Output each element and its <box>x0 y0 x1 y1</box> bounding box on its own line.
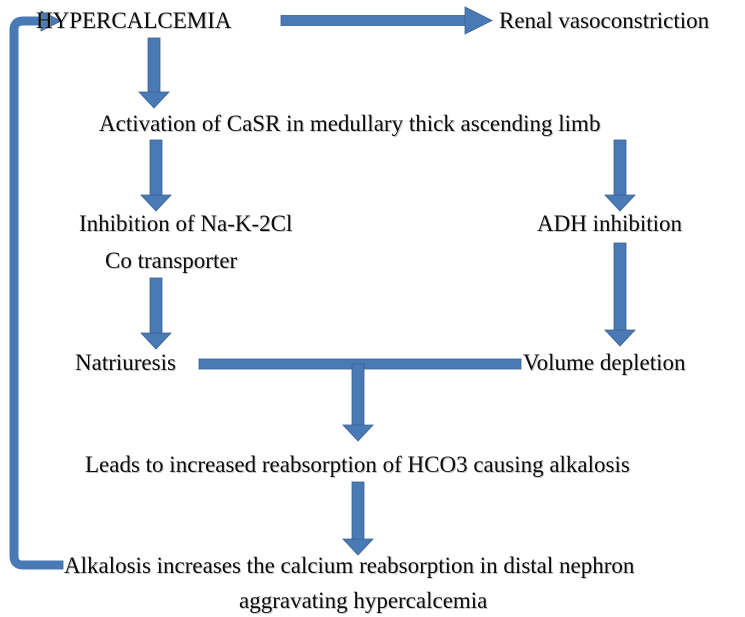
node-volume-depletion: Volume depletion <box>523 350 686 375</box>
edge-natriuresis-volume-join <box>198 358 522 370</box>
node-calcium-reabsorption-line2: aggravating hypercalcemia <box>239 588 488 613</box>
node-calcium-reabsorption-line1: Alkalosis increases the calcium reabsorp… <box>64 553 635 578</box>
node-hco3-reabsorption: Leads to increased reabsorption of HCO3 … <box>85 452 630 477</box>
edge-join-to-hco3 <box>342 363 374 442</box>
edge-nkcc-to-natriuresis <box>140 277 172 350</box>
edge-hco3-to-calcium-reabsorption <box>342 481 374 556</box>
node-nkcc-inhibition-line1: Inhibition of Na-K-2Cl <box>79 211 293 236</box>
edge-feedback-loop <box>9 10 64 570</box>
edge-hypercalcemia-to-casr <box>138 37 170 109</box>
node-renal-vasoconstriction: Renal vasoconstriction <box>499 8 710 33</box>
edge-casr-to-nkcc <box>140 139 172 212</box>
edge-casr-to-adh <box>604 139 636 212</box>
edge-hypercalcemia-to-renal-vasoconstriction <box>280 6 493 35</box>
node-casr-activation: Activation of CaSR in medullary thick as… <box>99 111 601 136</box>
node-adh-inhibition: ADH inhibition <box>537 211 683 236</box>
node-natriuresis: Natriuresis <box>75 350 176 375</box>
node-hypercalcemia: HYPERCALCEMIA <box>36 8 232 33</box>
node-nkcc-inhibition-line2: Co transporter <box>105 248 238 273</box>
edge-adh-to-volume-depletion <box>604 242 636 347</box>
